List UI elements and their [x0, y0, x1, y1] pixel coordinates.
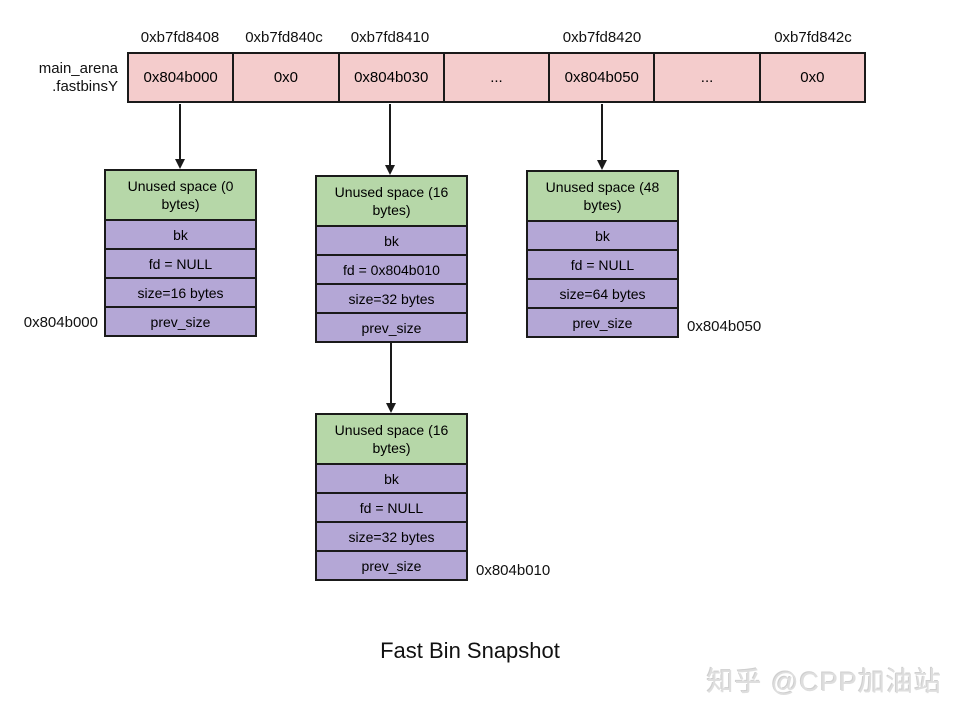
fastbin-array: 0x804b000 0x0 0x804b030 ... 0x804b050 ..…	[127, 52, 866, 103]
chunk-field-size: size=16 bytes	[106, 277, 255, 306]
chunk-unused-space: Unused space (0 bytes)	[106, 171, 255, 219]
chunk-field-fd: fd = NULL	[528, 249, 677, 278]
chunk-unused-space: Unused space (48 bytes)	[528, 172, 677, 220]
chunk-address-0x804b000: 0x804b000	[23, 314, 98, 331]
main-arena-label: main_arena .fastbinsY	[10, 60, 118, 96]
chunk-field-size: size=64 bytes	[528, 278, 677, 307]
chunk-table: Unused space (0 bytes) bk fd = NULL size…	[104, 169, 257, 337]
chunk-field-size: size=32 bytes	[317, 521, 466, 550]
chunk-field-bk: bk	[528, 220, 677, 249]
chunk-field-prev-size: prev_size	[528, 307, 677, 336]
fastbin-cell: ...	[653, 54, 758, 101]
arrow-fd-to-chunk-0x804b010	[386, 341, 396, 413]
fastbin-cell: 0x0	[758, 54, 864, 101]
chunk-field-bk: bk	[317, 463, 466, 492]
main-arena-label-line2: .fastbinsY	[52, 78, 118, 95]
chunk-table: Unused space (16 bytes) bk fd = 0x804b01…	[315, 175, 468, 343]
chunk-field-bk: bk	[106, 219, 255, 248]
array-address-label: 0xb7fd8408	[140, 29, 220, 46]
chunk-field-fd: fd = NULL	[317, 492, 466, 521]
array-address-label: 0xb7fd842c	[774, 29, 852, 46]
array-address-label: 0xb7fd840c	[245, 29, 323, 46]
array-address-label: 0xb7fd8420	[562, 29, 642, 46]
chunk-field-fd: fd = 0x804b010	[317, 254, 466, 283]
chunk-address-0x804b010: 0x804b010	[476, 562, 551, 579]
watermark: 知乎 @CPP加油站	[706, 667, 942, 697]
fastbin-cell: 0x804b000	[143, 69, 218, 86]
main-arena-label-line1: main_arena	[38, 60, 118, 77]
chunk-field-prev-size: prev_size	[317, 312, 466, 341]
chunk-field-prev-size: prev_size	[317, 550, 466, 579]
chunk-field-size: size=32 bytes	[317, 283, 466, 312]
arrow-to-chunk-0x804b030	[385, 104, 395, 175]
diagram-title: Fast Bin Snapshot	[380, 638, 560, 663]
array-address-label: 0xb7fd8410	[350, 29, 430, 46]
chunk-field-fd: fd = NULL	[106, 248, 255, 277]
fastbin-cell: ...	[442, 54, 548, 101]
arrow-to-chunk-0x804b000	[175, 104, 185, 169]
arrow-to-chunk-0x804b050	[597, 104, 607, 170]
chunk-unused-space: Unused space (16 bytes)	[317, 415, 466, 463]
fastbin-cell: 0x804b030	[337, 54, 443, 101]
chunk-field-prev-size: prev_size	[106, 306, 255, 335]
chunk-address-0x804b050: 0x804b050	[687, 318, 762, 335]
chunk-table: Unused space (16 bytes) bk fd = NULL siz…	[315, 413, 468, 581]
chunk-field-bk: bk	[317, 225, 466, 254]
fastbin-cell: 0x0	[232, 54, 337, 101]
fastbin-cell: 0x804b050	[548, 54, 653, 101]
chunk-table: Unused space (48 bytes) bk fd = NULL siz…	[526, 170, 679, 338]
chunk-unused-space: Unused space (16 bytes)	[317, 177, 466, 225]
